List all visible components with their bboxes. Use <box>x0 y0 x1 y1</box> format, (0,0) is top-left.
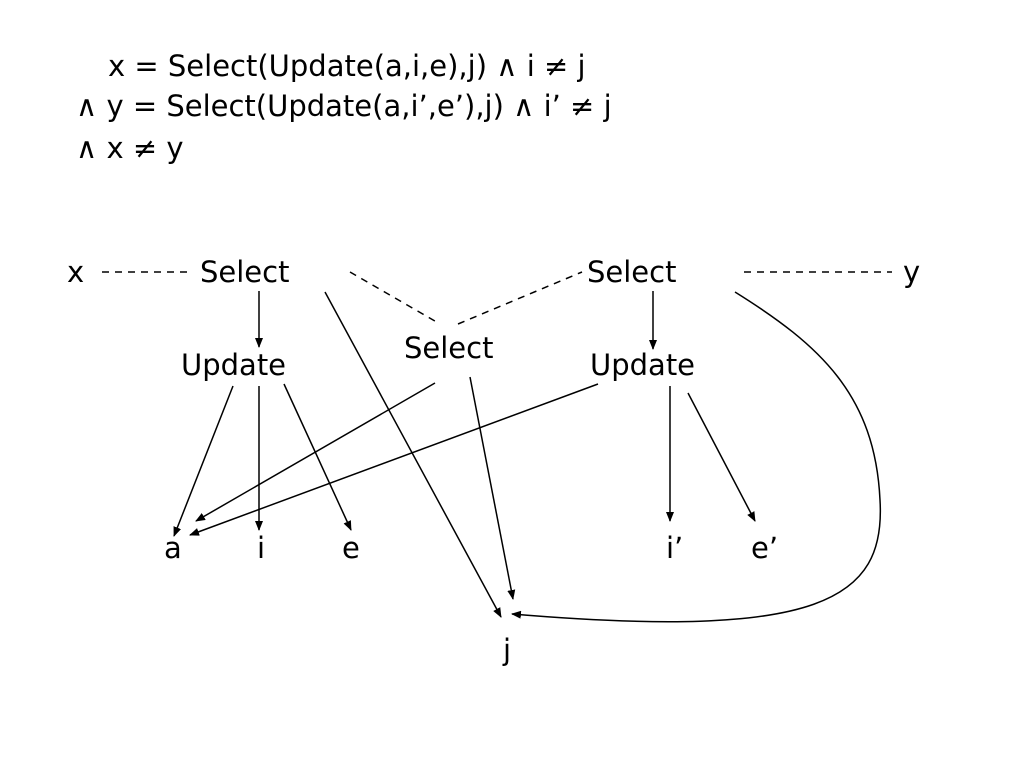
formula-line-1: x = Select(Update(a,i,e),j) ∧ i ≠ j <box>108 49 586 83</box>
select-middle-to-select-right-dashed-link <box>457 271 583 325</box>
node-e-prime: e’ <box>751 531 778 565</box>
node-a: a <box>164 531 182 565</box>
node-select-left: Select <box>200 255 289 289</box>
node-select-right: Select <box>587 255 676 289</box>
update-right-to-a-arrow <box>189 383 599 536</box>
node-update-left: Update <box>181 348 286 382</box>
node-j: j <box>502 633 511 667</box>
select-middle-to-j-arrow <box>469 376 516 600</box>
select-left-to-j-arrow <box>324 291 502 618</box>
node-update-right: Update <box>590 348 695 382</box>
select-middle-to-a-arrow <box>195 382 436 522</box>
node-i-prime: i’ <box>666 531 683 565</box>
select-left-to-select-middle-dashed-link <box>349 271 441 325</box>
node-select-middle: Select <box>404 331 493 365</box>
formula-line-2: ∧ y = Select(Update(a,i’,e’),j) ∧ i’ ≠ j <box>76 89 612 123</box>
formula-line-3: ∧ x ≠ y <box>76 131 184 165</box>
node-x: x <box>67 255 84 289</box>
update-left-to-a-arrow <box>173 385 234 537</box>
node-y: y <box>903 255 920 289</box>
update-left-to-e-arrow <box>283 383 352 531</box>
update-right-to-e-prime-arrow <box>687 392 756 522</box>
select-right-to-j-curved-arrow <box>511 291 882 623</box>
node-e: e <box>342 531 360 565</box>
node-i: i <box>257 531 265 565</box>
